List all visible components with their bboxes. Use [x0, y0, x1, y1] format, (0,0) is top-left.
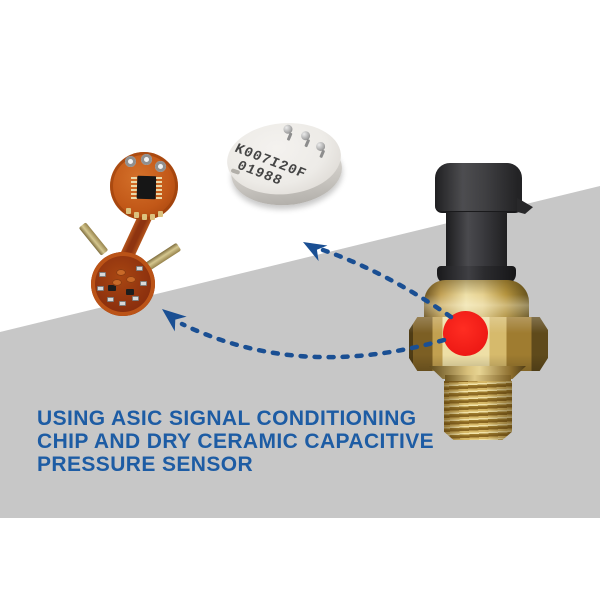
castellation-pad [158, 211, 163, 217]
castellation-pad [134, 212, 139, 218]
castellation-pad [126, 208, 131, 214]
sensor-connector-body [446, 212, 507, 274]
smd-capacitor [136, 266, 143, 271]
pcb-lead-left [78, 222, 109, 256]
smd-capacitor [107, 297, 114, 302]
via-pad [116, 269, 126, 276]
pcb-component-circle [91, 252, 155, 316]
ceramic-sensor-disc: K007I20F 01988 [224, 118, 350, 222]
solder-pad [141, 154, 152, 165]
ic-pins-right [156, 177, 162, 199]
asic-flex-pcb [70, 140, 200, 320]
solder-pad [155, 161, 166, 172]
ic-pins-left [131, 177, 137, 199]
castellation-pad [142, 214, 147, 220]
smd-capacitor [119, 301, 126, 306]
sensor-connector-cap [435, 163, 522, 213]
smd-capacitor [132, 296, 139, 301]
via-pad [126, 276, 136, 283]
smd-chip [108, 285, 116, 291]
caption-line-3: PRESSURE SENSOR [37, 453, 254, 476]
smd-chip [126, 289, 134, 295]
smd-capacitor [140, 281, 147, 286]
solder-pad [125, 156, 136, 167]
sensor-connector-skirt [437, 266, 516, 284]
smd-capacitor [97, 286, 104, 291]
via-pad [112, 279, 122, 286]
pcb-chip-circle [110, 152, 178, 220]
caption: USING ASIC SIGNAL CONDITIONING CHIP AND … [37, 407, 434, 476]
asic-chip [136, 175, 157, 200]
sensor-threaded-port [444, 381, 512, 440]
sensor-thread-neck [445, 375, 511, 384]
smd-capacitor [99, 272, 106, 277]
red-dot-marker [443, 311, 488, 356]
caption-line-1: USING ASIC SIGNAL CONDITIONING [37, 407, 417, 430]
castellation-pad [150, 214, 155, 220]
caption-line-2: CHIP AND DRY CERAMIC CAPACITIVE [37, 430, 435, 453]
